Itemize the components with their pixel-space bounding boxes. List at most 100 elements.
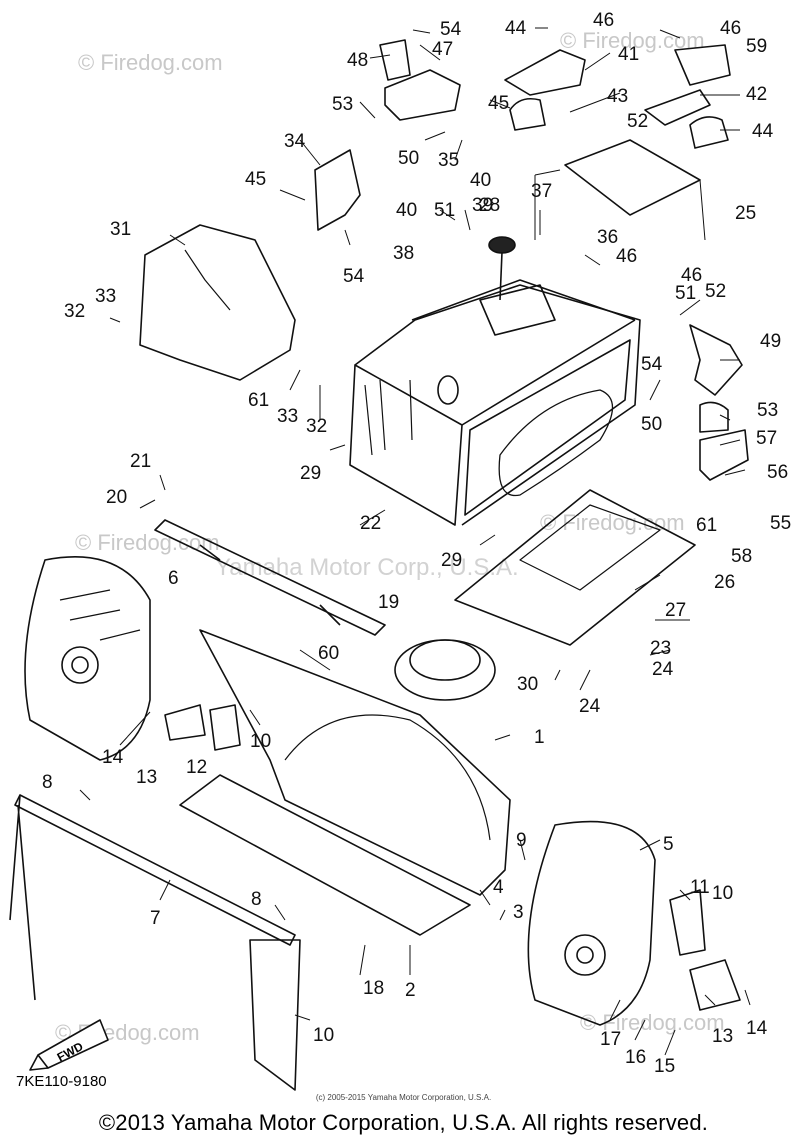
mount-45-right <box>689 116 729 149</box>
callout-10: 10 <box>313 1025 334 1046</box>
callout-32: 32 <box>64 301 85 322</box>
callout-20: 20 <box>106 487 127 508</box>
callout-55: 55 <box>770 513 791 534</box>
callout-51: 51 <box>434 200 455 221</box>
bracket-47 <box>384 69 461 121</box>
main-copyright: ©2013 Yamaha Motor Corporation, U.S.A. A… <box>98 1110 709 1135</box>
callout-49: 49 <box>760 331 781 352</box>
callout-22: 22 <box>360 513 381 534</box>
callout-51: 51 <box>675 283 696 304</box>
callout-23: 23 <box>650 638 671 659</box>
callout-4: 4 <box>493 877 504 898</box>
callout-40: 40 <box>470 170 491 191</box>
callout-31: 31 <box>110 219 131 240</box>
callout-16: 16 <box>625 1047 646 1068</box>
callout-11: 11 <box>690 877 710 898</box>
callout-52: 52 <box>705 281 726 302</box>
cutting-edge <box>179 774 471 936</box>
callout-34: 34 <box>284 131 306 152</box>
bracket-41 <box>504 49 586 96</box>
callout-14: 14 <box>746 1018 768 1039</box>
callout-54: 54 <box>641 354 663 375</box>
callout-50: 50 <box>398 148 419 169</box>
damper-53 <box>699 401 729 433</box>
bracket-49 <box>689 324 743 396</box>
callout-3: 3 <box>513 902 524 923</box>
chute-base <box>394 639 496 701</box>
callout-57: 57 <box>756 428 777 449</box>
top-plate <box>564 139 701 216</box>
side-plate-right <box>527 820 656 1026</box>
mount-59 <box>674 44 731 86</box>
callout-5: 5 <box>663 834 674 855</box>
callout-30: 30 <box>517 674 538 695</box>
watermark-firedog: © Firedog.com <box>78 50 223 75</box>
callout-44: 44 <box>752 121 774 142</box>
callout-46: 46 <box>720 18 741 39</box>
skid-bracket-11 <box>669 889 706 956</box>
callout-21: 21 <box>130 451 151 472</box>
callout-15: 15 <box>654 1056 675 1077</box>
callout-29: 29 <box>441 550 462 571</box>
callout-58: 58 <box>731 546 752 567</box>
callout-8: 8 <box>251 889 262 910</box>
callout-39: 39 <box>472 195 493 216</box>
bracket-57 <box>699 429 749 481</box>
callout-36: 36 <box>597 227 618 248</box>
callout-59: 59 <box>746 36 767 57</box>
frame-body <box>349 236 641 526</box>
callout-24: 24 <box>652 659 674 680</box>
bottom-plate <box>454 489 696 646</box>
watermark-firedog: © Firedog.com <box>540 510 685 535</box>
callout-33: 33 <box>277 406 298 427</box>
side-plate-left <box>24 556 151 761</box>
callout-7: 7 <box>150 908 161 929</box>
callout-9: 9 <box>516 830 527 851</box>
auger-shaft <box>154 519 386 636</box>
callout-27: 27 <box>665 600 686 621</box>
callout-61: 61 <box>696 515 717 536</box>
callout-45: 45 <box>488 93 509 114</box>
callout-25: 25 <box>735 203 756 224</box>
callout-44: 44 <box>505 18 527 39</box>
callout-48: 48 <box>347 50 368 71</box>
callout-61: 61 <box>248 390 269 411</box>
callout-24: 24 <box>579 696 601 717</box>
callout-46: 46 <box>681 265 702 286</box>
callout-54: 54 <box>440 19 462 40</box>
callout-46: 46 <box>616 246 637 267</box>
callout-2: 2 <box>405 980 416 1001</box>
watermark-yamaha: Yamaha Motor Corp., U.S.A. <box>215 554 519 581</box>
callout-46: 46 <box>593 10 614 31</box>
callout-37: 37 <box>531 181 552 202</box>
callout-43: 43 <box>607 86 628 107</box>
callout-35: 35 <box>438 150 459 171</box>
callout-47: 47 <box>432 39 453 60</box>
bracket-48 <box>379 39 411 81</box>
part-code: 7KE110-9180 <box>16 1073 107 1090</box>
small-copyright: (c) 2005-2015 Yamaha Motor Corporation, … <box>315 1093 492 1102</box>
callout-29: 29 <box>300 463 321 484</box>
callout-50: 50 <box>641 414 662 435</box>
callout-54: 54 <box>343 266 365 287</box>
callout-6: 6 <box>168 568 179 589</box>
side-shield <box>139 224 296 381</box>
callout-18: 18 <box>363 978 384 999</box>
fwd-arrow <box>37 1019 109 1069</box>
callout-53: 53 <box>757 400 778 421</box>
callout-10: 10 <box>250 731 271 752</box>
leader-lines <box>79 27 751 1056</box>
callout-33: 33 <box>95 286 116 307</box>
callout-14: 14 <box>102 747 124 768</box>
callout-17: 17 <box>600 1029 621 1050</box>
callout-12: 12 <box>186 757 207 778</box>
callout-38: 38 <box>393 243 414 264</box>
callout-40: 40 <box>396 200 417 221</box>
skid-bracket-13b <box>689 959 741 1011</box>
bracket-34 <box>314 149 361 231</box>
callout-28: 28 <box>479 195 500 216</box>
callout-45: 45 <box>245 169 266 190</box>
callout-10: 10 <box>712 883 733 904</box>
